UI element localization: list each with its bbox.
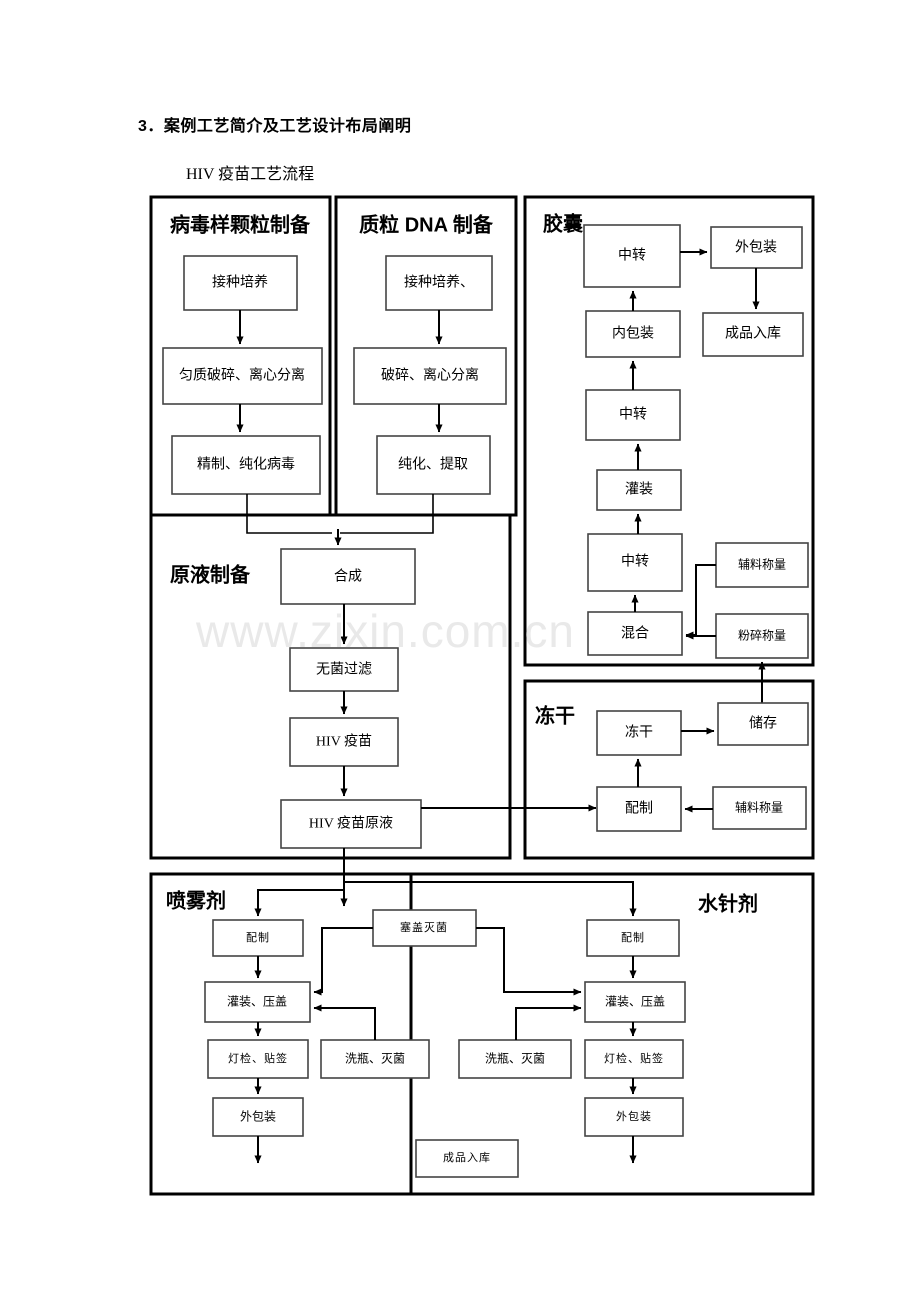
node-spray-waibaozhuang <box>212 1097 304 1137</box>
node-bulk-1 <box>280 548 416 605</box>
node-cap-fuliaochengliang <box>715 542 809 588</box>
node-lyo-peizhi <box>596 786 682 832</box>
node-cap-hunhe <box>587 611 683 656</box>
node-inj-xipingmiejun <box>458 1039 572 1079</box>
node-spray-peizhi <box>212 919 304 957</box>
group-label-injection: 水针剂 <box>698 893 758 916</box>
node-lyo-dongan <box>596 710 682 756</box>
group-label-vlp: 病毒样颗粒制备 <box>170 214 310 237</box>
node-saigaimiejun <box>372 909 477 947</box>
node-bulk-4 <box>280 799 422 849</box>
node-plasmid-3 <box>376 435 491 495</box>
group-label-lyophil: 冻干 <box>535 705 575 728</box>
node-inj-guanzhuangyagai <box>584 981 686 1023</box>
node-bulk-3 <box>289 717 399 767</box>
page-title: 3．案例工艺简介及工艺设计布局阐明 <box>138 118 412 135</box>
node-cap-zhongzhuan-top <box>583 224 681 288</box>
node-cap-neibaozhuang <box>585 310 681 358</box>
node-vlp-1 <box>183 255 298 311</box>
node-cap-zhongzhuan-low <box>587 533 683 592</box>
group-label-plasmid: 质粒 DNA 制备 <box>359 214 493 237</box>
node-cap-chengpinruku <box>702 312 804 357</box>
node-inj-dengjiantieqian <box>584 1039 684 1079</box>
node-lyo-chucun <box>717 702 809 746</box>
node-cap-zhongzhuan-mid <box>585 389 681 441</box>
node-cap-guanzhuang <box>596 469 682 511</box>
node-inj-waibaozhuang <box>584 1097 684 1137</box>
node-spray-dengjiantieqian <box>207 1039 309 1079</box>
node-bulk-2 <box>289 647 399 692</box>
node-plasmid-1 <box>385 255 493 311</box>
node-vlp-2 <box>162 347 323 405</box>
node-spray-guanzhuangyagai <box>204 981 311 1023</box>
node-cap-waibaozhuang <box>710 226 803 269</box>
diagram-title: HIV 疫苗工艺流程 <box>186 166 315 183</box>
node-plasmid-2 <box>353 347 507 405</box>
node-cap-fensuichengliang <box>715 613 809 659</box>
node-vlp-3 <box>171 435 321 495</box>
node-spray-xipingmiejun <box>320 1039 430 1079</box>
node-lyo-fuliaochengliang <box>712 786 807 830</box>
node-inj-peizhi <box>586 919 680 957</box>
node-chengpinruku <box>415 1139 519 1178</box>
group-label-capsule: 胶囊 <box>543 213 583 236</box>
group-label-spray: 喷雾剂 <box>166 890 226 913</box>
group-label-bulk: 原液制备 <box>170 564 250 587</box>
